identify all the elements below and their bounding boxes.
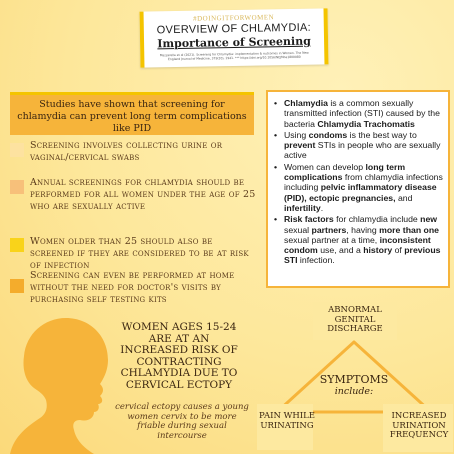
screening-item-4: Screening can even be performed at home … [30,270,235,305]
term-previous-sti: previous STI [284,245,441,266]
text-span: infection. [297,255,335,266]
bullet-square-2 [10,180,24,194]
citation: Mazzarella et al (2021). Screening for C… [159,50,309,62]
info-card: Chlamydia is a common sexually transmitt… [266,90,450,288]
symptom-discharge: ABNORMAL GENITAL DISCHARGE [327,305,383,334]
cervical-ectopy-note: cervical ectopy causes a young women cer… [115,402,249,441]
text-span: use, and a [317,245,364,256]
screening-item-3: Women older than 25 should also be scree… [30,236,249,271]
text-span: Using [284,129,309,140]
term-long-term: long term complications [284,161,406,183]
title-card: #DOINGITFORWOMEN OVERVIEW OF CHLAMYDIA: … [139,8,329,68]
term-partners: partners [311,224,347,235]
bullet-square-4 [10,279,24,293]
text-span: is a common sexually transmitted infecti… [284,98,440,129]
term-new: new [420,214,438,225]
term-chlamydia: Chlamydia [284,98,328,108]
term-prevent: prevent [284,140,316,151]
term-more-than-one: more than one [379,224,439,235]
text-span: for chlamydia include [333,214,421,225]
term-risk: Risk factors [284,214,334,225]
info-bullet-chlamydia: Chlamydia is a common sexually transmitt… [274,98,444,129]
term-history: history [363,245,393,256]
text-span: and [395,192,413,203]
info-bullet-complications: Women can develop long term complication… [274,162,444,213]
term-condoms: condoms [308,129,348,140]
symptoms-subtitle: include: [334,386,374,397]
right-label-bg [383,404,453,452]
term-infertility: infertility [284,202,321,213]
text-span: Women can develop [284,161,366,172]
studies-banner: Studies have shown that screening for ch… [10,92,254,135]
text-span: from chlamydia infections including [284,172,443,193]
page-subtitle: Importance of Screening [157,34,311,51]
text-span: sexual [284,224,312,235]
symptoms-title: SYMPTOMS [319,373,389,386]
symptom-pain-urinating: PAIN WHILE URINATING [259,411,315,431]
info-bullets: Chlamydia is a common sexually transmitt… [274,98,444,267]
women-risk-heading: Women ages 15-24 are at an increased ris… [120,321,238,391]
info-bullet-risk: Risk factors for chlamydia include new s… [274,214,444,265]
symptom-urination-frequency: INCREASED URINATION FREQUENCY [389,411,449,440]
symptoms-triangle [257,302,453,452]
text-span: , having [346,224,380,235]
text-span: STIs in people who are sexually active [284,140,441,161]
info-bullet-condoms: Using condoms is the best way to prevent… [274,130,444,161]
bullet-square-3 [10,238,24,252]
studies-heading: Studies have shown that screening for ch… [17,99,247,134]
screening-item-2: Annual screenings for chlamydia should b… [30,177,256,212]
bullet-square-1 [10,143,24,157]
term-pid: pelvic inflammatory disease (PID), ectop… [284,182,437,203]
term-condom-use: inconsistent condom [284,234,431,256]
text-span: . [320,202,324,213]
left-label-bg [257,404,313,450]
term-bacteria: Chlamydia Trachomatis [317,118,415,129]
text-span: is the best way to [347,129,417,140]
top-label-bg [313,302,397,340]
text-span: sexual partner at a time, [284,234,380,245]
text-span: of [392,245,405,256]
screening-item-1: Screening involves collecting urine or v… [30,140,223,163]
symptoms-center: SYMPTOMS include: [318,373,390,397]
woman-silhouette-icon [10,318,108,454]
